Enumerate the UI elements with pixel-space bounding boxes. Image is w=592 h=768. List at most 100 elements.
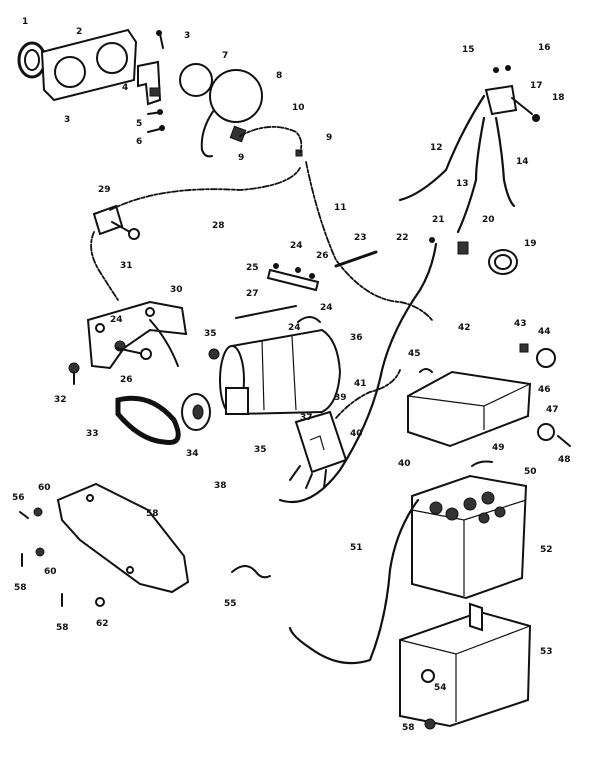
- callout: 7: [222, 51, 228, 61]
- callout: 58: [146, 509, 159, 519]
- callout: 30: [170, 285, 183, 295]
- harness-wire-a: [398, 94, 486, 202]
- callout: 36: [350, 333, 363, 343]
- callout: 62: [96, 619, 109, 629]
- callout: 48: [558, 455, 571, 465]
- lens-ring-part: [179, 63, 213, 97]
- panel-ring-part: [17, 41, 47, 79]
- callout: 10: [292, 103, 305, 113]
- callout: 33: [86, 429, 99, 439]
- instrument-panel-plate-part: [40, 28, 138, 102]
- callout: 42: [458, 323, 471, 333]
- switch-lower-wire: [90, 231, 119, 301]
- callout: 58: [56, 623, 69, 633]
- callout: 31: [120, 261, 133, 271]
- harness-wire-c: [494, 116, 516, 208]
- callout: 18: [552, 93, 565, 103]
- callout: 38: [214, 481, 227, 491]
- battery-part: [411, 474, 528, 600]
- callout: 40: [350, 429, 363, 439]
- callout-labels: 1 2 3 4 3 7 8 5 6 10 9 9 15 16 17 18 12 …: [12, 17, 571, 733]
- callout: 26: [120, 375, 133, 385]
- callout: 24: [288, 323, 301, 333]
- callout: 58: [402, 723, 415, 733]
- indicator-light-part: [429, 237, 518, 275]
- callout: 2: [76, 27, 82, 37]
- callout: 24: [110, 315, 123, 325]
- callout: 3: [64, 115, 70, 125]
- connector-part: [229, 125, 303, 157]
- callout: 56: [12, 493, 25, 503]
- callout: 29: [98, 185, 111, 195]
- voltage-regulator-part: [289, 410, 348, 489]
- callout: 12: [430, 143, 443, 153]
- pulley-part: [181, 393, 211, 431]
- callout: 16: [538, 43, 551, 53]
- ignition-switch-part: [92, 204, 140, 240]
- harness-wire-b: [456, 116, 486, 234]
- callout: 6: [136, 137, 142, 147]
- drive-belt-part: [115, 395, 181, 446]
- guard-hardware-part: [19, 507, 105, 607]
- callout: 41: [354, 379, 367, 389]
- callout: 34: [186, 449, 199, 459]
- callout: 5: [136, 119, 142, 129]
- callout: 58: [14, 583, 27, 593]
- callout: 20: [482, 215, 495, 225]
- clamp-part: [266, 263, 320, 292]
- small-hardware-part: [147, 109, 165, 133]
- callout: 50: [524, 467, 537, 477]
- small-connector-part: [419, 343, 571, 447]
- callout: 24: [290, 241, 303, 251]
- callout: 25: [246, 263, 259, 273]
- callout: 23: [354, 233, 367, 243]
- callout: 49: [492, 443, 505, 453]
- callout: 32: [54, 395, 67, 405]
- battery-cable-lower: [288, 498, 420, 665]
- callout: 14: [516, 157, 529, 167]
- callout: 47: [546, 405, 559, 415]
- callout: 1: [22, 17, 28, 27]
- light-switch-part: [484, 65, 540, 122]
- callout: 3: [184, 31, 190, 41]
- mounting-bracket-part: [86, 300, 188, 370]
- callout: 53: [540, 647, 553, 657]
- callout: 13: [456, 179, 469, 189]
- callout: 19: [524, 239, 537, 249]
- callout: 40: [398, 459, 411, 469]
- callout: 11: [334, 203, 347, 213]
- switch-wire: [109, 167, 301, 211]
- callout: 9: [326, 133, 332, 143]
- callout: 35: [204, 329, 217, 339]
- callout: 24: [320, 303, 333, 313]
- callout: 27: [246, 289, 259, 299]
- rod-part: [334, 250, 378, 268]
- callout: 9: [238, 153, 244, 163]
- callout: 37: [300, 413, 313, 423]
- callout: 22: [396, 233, 409, 243]
- screw-part: [156, 30, 164, 49]
- fastener-part: [68, 340, 220, 385]
- battery-strap-part: [471, 460, 493, 467]
- gauge-housing-part: [200, 69, 263, 158]
- callout: 21: [432, 215, 445, 225]
- callout: 44: [538, 327, 551, 337]
- callout: 45: [408, 349, 421, 359]
- callout: 55: [224, 599, 237, 609]
- callout: 15: [462, 45, 475, 55]
- belt-guard-part: [56, 482, 190, 594]
- callout: 46: [538, 385, 551, 395]
- gauge-wire: [239, 126, 303, 153]
- solenoid-box-part: [407, 370, 532, 448]
- callout: 52: [540, 545, 553, 555]
- callout: 54: [434, 683, 447, 693]
- battery-tray-part: [399, 602, 532, 730]
- callout: 28: [212, 221, 225, 231]
- bolt-part: [235, 305, 297, 319]
- callout: 17: [530, 81, 543, 91]
- callout: 43: [514, 319, 527, 329]
- callout: 35: [254, 445, 267, 455]
- callout: 39: [334, 393, 347, 403]
- switch-bracket-part: [137, 60, 162, 106]
